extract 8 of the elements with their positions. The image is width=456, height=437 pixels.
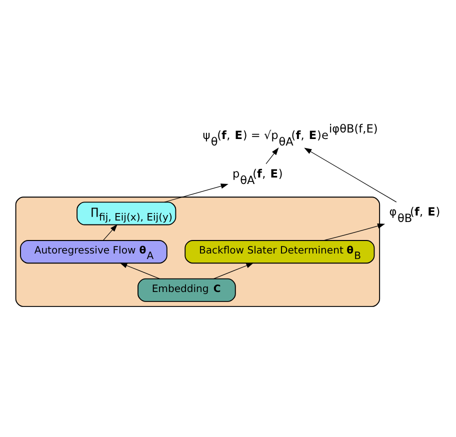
arrow [120,262,160,280]
arrow [266,148,279,164]
arrow [164,184,228,202]
arrow [304,148,397,202]
node-box: Embedding C [138,278,236,302]
arrow [323,223,386,241]
arrow [213,262,254,280]
arrow [102,224,118,241]
